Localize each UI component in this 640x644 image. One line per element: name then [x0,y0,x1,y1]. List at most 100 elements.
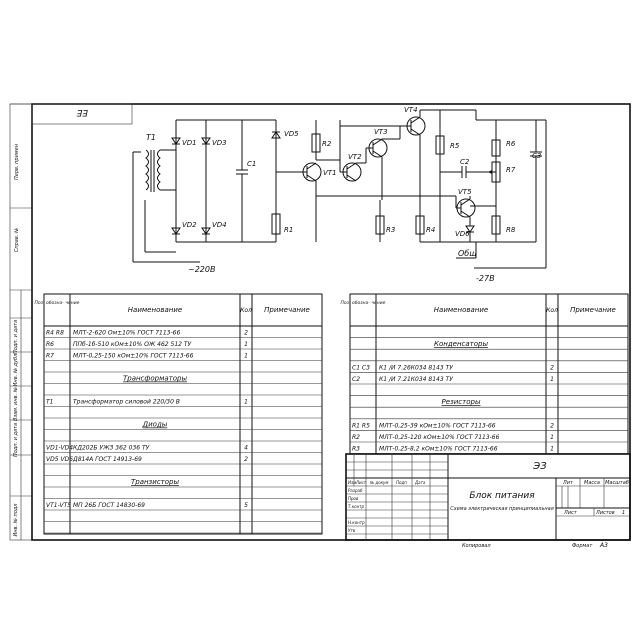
resistor-r2: R2 [311,133,332,153]
stamp-role-tcontrol: Т.контр [348,504,365,509]
transistor-vt3: VT3 [356,128,388,164]
label-r2: R2 [322,140,332,148]
section-title: Конденсаторы [434,340,488,348]
cell-pos: R7 [46,353,54,360]
margin-label: Перв. примен [14,143,20,180]
sheet-trim [9,103,631,541]
label-vd1: VD1 [182,139,197,147]
cell-qty: 1 [550,446,554,453]
cell-name: ППб-1б-510 кОм±10% ОЖ 462 512 ТУ [73,341,192,348]
label-r4: R4 [426,226,435,234]
resistor-r7: R7 [488,161,516,183]
section-title: Резисторы [442,398,481,406]
cell-qty: 2 [244,456,248,463]
margin-label: Справ. № [14,228,20,252]
sheet-code-top: ЕЕ [76,107,88,117]
cell-pos: R2 [352,434,360,441]
table-row: R2 МЛТ-0,25-120 кОм±10% ГОСТ 7113-66 1 [350,434,628,443]
label-output: -27В [476,274,495,283]
zener-vd5: VD5 [271,130,299,139]
cell-pos: R4 R8 [46,330,64,337]
left-header-name: Наименование [128,306,182,314]
margin-label: Подп. и дата [13,423,19,457]
code-cell: ЕЕ [31,103,133,125]
cell-name: Трансформатор силовой 220/30 В [73,399,180,406]
stamp-sheets-value: 1 [622,510,625,516]
diode-vd1: VD1 [171,137,197,147]
transistor-vt2: VT2 [316,153,362,182]
cell-pos: R6 [46,341,54,348]
cell-pos: R3 [352,446,360,453]
stamp-sheets: Листов [595,510,615,516]
cell-qty: 1 [244,353,248,360]
cell-qty: 1 [550,434,554,441]
resistor-r6: R6 [491,139,516,157]
stamp-head-date: Дата [414,480,426,485]
stamp-head-izm: Изм [348,480,356,485]
diode-vd4: VD4 [201,221,227,235]
left-header-note: Примечание [264,306,310,314]
label-c3: C3 [532,152,541,160]
margin-label: Инв. № подл [13,503,19,537]
diode-vd3: VD3 [201,137,227,147]
right-header-note: Примечание [570,306,616,314]
cell-qty: 5 [244,502,248,509]
left-header-pos: Поз. обозна- чение [35,300,80,306]
capacitor-c3: C3 [530,120,542,242]
stamp-role-ncontrol: Н.контр [348,520,365,525]
label-input: ~220В [188,265,215,274]
cell-name: МЛТ-0,25-39 кОм±10% ГОСТ 7113-66 [379,422,496,429]
stamp-role-checker: Пров [348,496,359,501]
diode-vd2: VD2 [171,221,197,235]
stamp-mass: Масса [584,480,600,486]
transistor-vt5: VT5 [455,188,496,226]
label-common: Общ [458,249,477,258]
stamp-lit: Лит [562,480,574,486]
section-title: Транзисторы [131,478,180,486]
section-title: Диоды [142,421,168,429]
label-vd6: VD6 [455,230,470,238]
table-row: Конденсаторы [350,340,628,350]
label-t1: T1 [146,133,156,142]
capacitor-c1: C1 [236,120,256,242]
right-header-qty: Кол [546,307,558,314]
label-r7: R7 [506,166,516,174]
transistor-vt1: VT1 [276,162,337,242]
cell-qty: 1 [550,376,554,383]
resistor-r5: R5 [435,135,460,155]
transistor-vt4: VT4 [404,106,476,136]
cell-qty: 4 [244,445,248,452]
label-vd4: VD4 [212,221,227,229]
table-row: Трансформаторы [44,375,322,384]
right-header-pos: Поз. обозна- чение [341,300,386,306]
resistor-r1: R1 [271,213,293,235]
cell-name: МЛТ-2-620 Ом±10% ГОСТ 7113-66 [73,330,180,337]
schematic: T1 VD1 VD3 VD2 VD4 [132,106,547,283]
cell-name: МЛТ-0,25-8,2 кОм±10% ГОСТ 7113-66 [379,446,498,453]
label-vt3: VT3 [374,128,388,136]
label-r1: R1 [284,226,293,234]
label-vd3: VD3 [212,139,227,147]
label-r3: R3 [386,226,395,234]
label-vt2: VT2 [348,153,362,161]
cell-qty: 2 [244,330,248,337]
section-title: Трансформаторы [123,375,188,383]
cell-name: МЛТ-0,25-120 кОм±10% ГОСТ 7113-66 [379,434,500,441]
label-vd5: VD5 [284,130,299,138]
left-header-qty: Кол [240,307,252,314]
label-c2: C2 [460,158,470,166]
transformer-t1: T1 [145,133,176,192]
label-vt5: VT5 [458,188,472,196]
cell-name: КД202Б УЖЗ 362 036 ТУ [73,445,150,452]
label-c1: C1 [247,160,256,168]
footer-copied: Копировал [462,543,491,549]
label-vd2: VD2 [182,221,197,229]
stamp-sheet: Лист [563,510,578,516]
cell-qty: 2 [550,364,554,371]
